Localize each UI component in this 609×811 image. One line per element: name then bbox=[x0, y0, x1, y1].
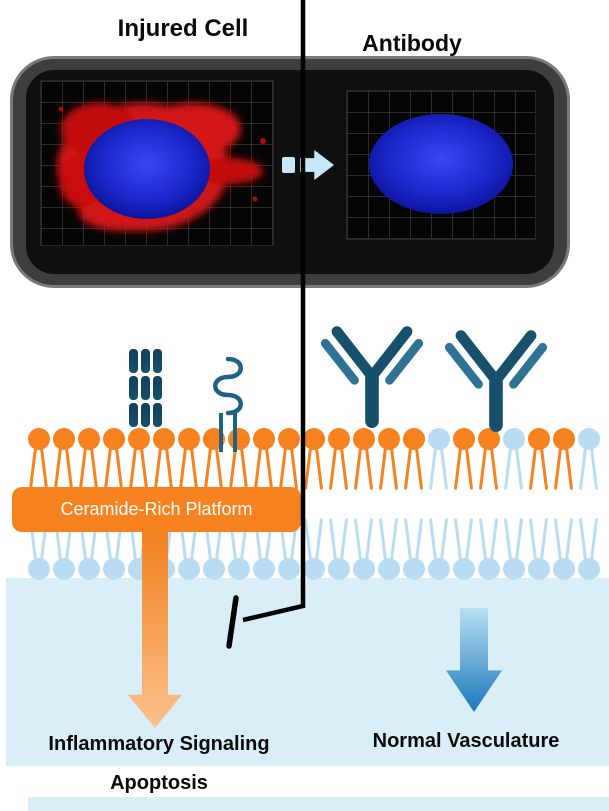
cytoplasm-region bbox=[6, 578, 609, 766]
receptor-segment bbox=[153, 349, 162, 373]
receptor-segment bbox=[141, 376, 150, 400]
microscopy-panel bbox=[10, 56, 570, 288]
gpcr-receptor-icon bbox=[213, 356, 243, 452]
transition-arrow-dash bbox=[282, 157, 295, 173]
lipid bbox=[326, 514, 351, 580]
lipid bbox=[401, 514, 426, 580]
lipid bbox=[176, 428, 201, 494]
lipid bbox=[326, 428, 351, 494]
lipid bbox=[451, 514, 476, 580]
receptor-segment bbox=[141, 403, 150, 427]
microscopy-screen bbox=[26, 70, 554, 274]
lipid bbox=[101, 428, 126, 494]
lipid bbox=[301, 428, 326, 494]
lipid bbox=[526, 428, 551, 494]
receptor-segment bbox=[129, 349, 138, 373]
transmembrane-receptor-icon bbox=[129, 349, 162, 427]
membrane-top-leaflet bbox=[26, 428, 601, 494]
normal-vasculature-label: Normal Vasculature bbox=[372, 730, 560, 752]
lipid bbox=[51, 428, 76, 494]
injured-cell-image bbox=[40, 80, 274, 246]
lipid bbox=[276, 428, 301, 494]
lipid bbox=[26, 428, 51, 494]
lipid bbox=[526, 514, 551, 580]
antibody-label: Antibody bbox=[362, 30, 462, 56]
lipid bbox=[476, 514, 501, 580]
lipid bbox=[376, 514, 401, 580]
lipid bbox=[151, 428, 176, 494]
receptor-segment bbox=[153, 376, 162, 400]
receptor-segment bbox=[141, 349, 150, 373]
antibody-icon bbox=[444, 330, 548, 432]
lipid bbox=[126, 428, 151, 494]
injured-cell-nucleus bbox=[84, 119, 210, 219]
receptor-segment bbox=[153, 403, 162, 427]
lipid bbox=[576, 428, 601, 494]
lipid bbox=[551, 514, 576, 580]
treated-cell-image bbox=[346, 90, 536, 240]
lipid bbox=[501, 514, 526, 580]
lipid bbox=[301, 514, 326, 580]
ceramide-platform-label: Ceramide-Rich Platform bbox=[12, 487, 301, 532]
lipid bbox=[451, 428, 476, 494]
apoptosis-label: Apoptosis bbox=[110, 772, 208, 794]
lipid bbox=[351, 514, 376, 580]
transition-arrow-head bbox=[300, 150, 334, 180]
lipid bbox=[351, 428, 376, 494]
lipid bbox=[426, 514, 451, 580]
lipid bbox=[476, 428, 501, 494]
injured-cell-graphic bbox=[57, 103, 266, 231]
lipid bbox=[376, 428, 401, 494]
lipid bbox=[576, 514, 601, 580]
lipid bbox=[501, 428, 526, 494]
lipid bbox=[551, 428, 576, 494]
receptor-segment bbox=[129, 403, 138, 427]
antibody-icon bbox=[320, 326, 424, 428]
treated-cell-graphic bbox=[369, 114, 513, 214]
transition-arrow-icon bbox=[282, 150, 338, 180]
lipid bbox=[76, 428, 101, 494]
lipid bbox=[426, 428, 451, 494]
treated-cell-nucleus bbox=[369, 114, 513, 214]
cytoplasm-bottom-strip bbox=[28, 797, 609, 811]
injured-cell-label: Injured Cell bbox=[117, 15, 249, 42]
receptor-segment bbox=[129, 376, 138, 400]
lipid bbox=[251, 428, 276, 494]
inflammatory-signaling-label: Inflammatory Signaling bbox=[48, 733, 270, 755]
lipid bbox=[401, 428, 426, 494]
